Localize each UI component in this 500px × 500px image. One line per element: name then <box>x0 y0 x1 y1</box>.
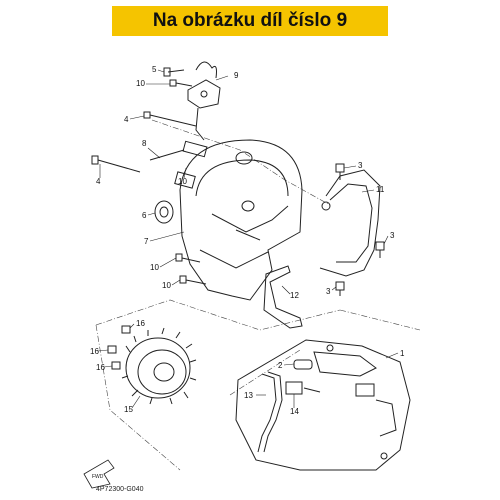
fwd-arrow-icon: FWD <box>83 459 115 489</box>
bracket-part-9 <box>187 61 221 141</box>
bolt-part-4-lower <box>91 155 141 173</box>
callout-5: 5 <box>152 65 157 74</box>
screw-part-16-a <box>121 325 131 334</box>
bolt-part-4-upper <box>143 111 197 127</box>
diagram-code: 4P72300-G040 <box>96 486 144 493</box>
bolt-part-3-a <box>335 163 345 180</box>
crankcase-cover-part-1 <box>235 339 411 471</box>
stay-part-12 <box>263 265 303 329</box>
screw-part-10-top <box>169 79 193 87</box>
grommet-part-6 <box>154 200 174 224</box>
fwd-label: FWD <box>92 474 104 480</box>
callout-6: 6 <box>142 211 147 220</box>
callout-14: 14 <box>290 407 299 416</box>
callout-3-right: 3 <box>390 231 395 240</box>
cooling-fan-part-15 <box>121 327 197 405</box>
callout-16-a: 16 <box>136 319 145 328</box>
callout-13: 13 <box>244 391 253 400</box>
screw-part-10-low <box>179 275 207 285</box>
callout-16-c: 16 <box>96 363 105 372</box>
callout-4-lower: 4 <box>96 177 101 186</box>
callout-16-b: 16 <box>90 347 99 356</box>
screw-part-16-b <box>107 345 117 354</box>
screw-part-16-c <box>111 361 121 370</box>
screw-part-5 <box>163 67 185 77</box>
callout-11: 11 <box>376 185 385 194</box>
callout-8: 8 <box>142 139 147 148</box>
callout-10-mid: 10 <box>178 177 187 186</box>
bolt-part-3-c <box>335 281 345 296</box>
callouts: 5 9 10 4 8 4 10 6 7 3 11 3 10 10 3 12 16… <box>90 65 405 416</box>
page-title: Na obrázku díl číslo 9 <box>152 10 348 31</box>
callout-12: 12 <box>290 291 299 300</box>
screw-part-10-mid <box>175 253 201 263</box>
callout-1: 1 <box>400 349 405 358</box>
pipe-part-13 <box>257 371 283 453</box>
leader-lines <box>97 69 399 409</box>
callout-10-lower-a: 10 <box>150 263 159 272</box>
callout-3-top: 3 <box>358 161 363 170</box>
damper-part-2 <box>293 359 313 370</box>
callout-3-low: 3 <box>326 287 331 296</box>
collar-lower <box>174 171 196 189</box>
callout-10-lower-b: 10 <box>162 281 171 290</box>
title-banner: Na obrázku díl číslo 9 <box>112 6 388 36</box>
plate-part-14 <box>285 381 321 395</box>
callout-7: 7 <box>144 237 149 246</box>
assembly-guides <box>95 119 421 471</box>
shroud-part-11 <box>319 169 381 277</box>
fan-cover-part-7 <box>179 139 303 301</box>
collar-part-8 <box>149 140 208 161</box>
callout-15: 15 <box>124 405 133 414</box>
callout-9: 9 <box>234 71 239 80</box>
callout-10-top: 10 <box>136 79 145 88</box>
callout-2: 2 <box>278 361 283 370</box>
bolt-part-3-b <box>375 241 385 258</box>
callout-4-upper: 4 <box>124 115 129 124</box>
